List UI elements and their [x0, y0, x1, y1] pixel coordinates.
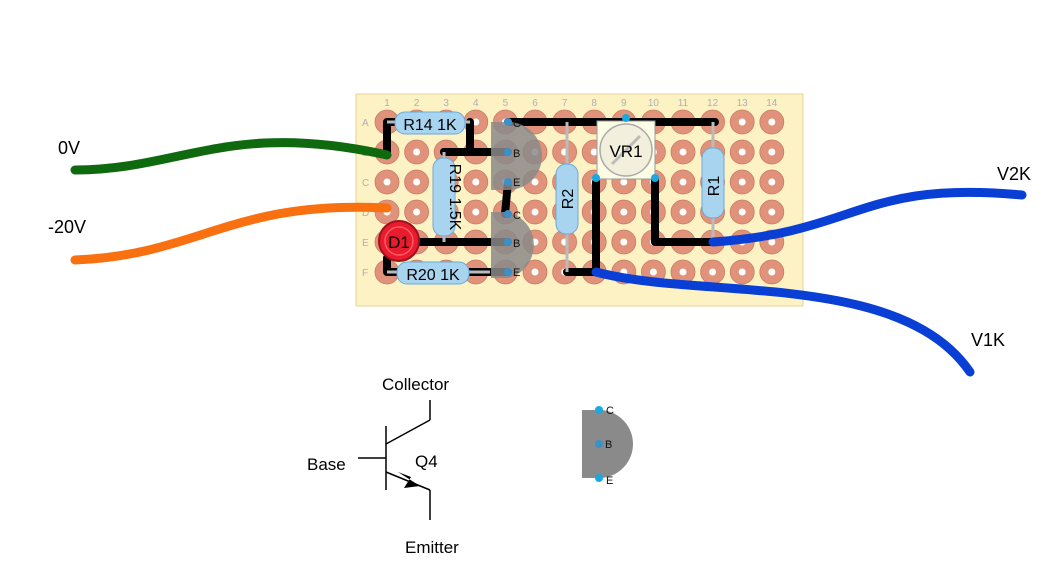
- pad-hole: [679, 268, 687, 276]
- pad-hole: [679, 148, 687, 156]
- transistor-q-upper: C B E: [491, 118, 542, 190]
- r20-label: R20 1K: [406, 267, 460, 284]
- resistor-r20: R20 1K: [387, 261, 490, 285]
- column-label: 7: [562, 98, 568, 109]
- pin-label-b: B: [513, 148, 520, 160]
- pad-hole: [768, 118, 776, 126]
- pad-hole: [738, 178, 746, 186]
- wire-v2k: [708, 187, 1027, 247]
- pad-hole: [738, 118, 746, 126]
- column-label: 4: [473, 98, 479, 109]
- led-d1: D1: [378, 220, 420, 262]
- wire-v1k: [591, 267, 975, 377]
- label-minus-20v: -20V: [48, 217, 86, 237]
- transistor-schematic-q4: [358, 400, 431, 520]
- pad-hole: [620, 238, 628, 246]
- resistor-r19: R19 1.5K: [432, 152, 463, 242]
- pad-hole: [413, 148, 421, 156]
- wire-0v: [70, 138, 392, 175]
- column-label: 1: [384, 98, 390, 109]
- pad-hole: [620, 208, 628, 216]
- column-label: 5: [503, 98, 509, 109]
- row-label: A: [362, 118, 369, 129]
- pinout-label-e: E: [606, 475, 613, 487]
- pinout-label-c: C: [606, 405, 614, 417]
- d1-label: D1: [388, 233, 410, 252]
- pad-hole: [383, 178, 391, 186]
- pad-hole: [768, 268, 776, 276]
- pinout-label-b: B: [605, 439, 612, 451]
- resistor-r2: R2: [555, 122, 579, 272]
- column-label: 13: [737, 98, 749, 109]
- label-q4: Q4: [415, 452, 438, 471]
- wires: [70, 138, 1027, 377]
- pad-hole: [768, 238, 776, 246]
- pad-hole: [413, 178, 421, 186]
- column-label: 12: [707, 98, 719, 109]
- pad-hole: [679, 208, 687, 216]
- link-vr1-r1: [651, 176, 717, 246]
- pad-hole: [472, 118, 480, 126]
- pad-hole: [768, 178, 776, 186]
- wire-minus-20v: [70, 202, 392, 265]
- pad-hole: [679, 178, 687, 186]
- pad-hole: [413, 208, 421, 216]
- pin-label-c: C: [513, 210, 521, 222]
- resistor-r1: R1: [701, 122, 725, 242]
- row-label: E: [362, 238, 369, 249]
- pad-hole: [738, 268, 746, 276]
- pad-hole: [738, 148, 746, 156]
- transistor-q-lower: C B E: [491, 210, 534, 279]
- column-label: 3: [443, 98, 449, 109]
- pad-hole: [472, 178, 480, 186]
- row-label: F: [362, 268, 368, 279]
- pad-hole: [768, 148, 776, 156]
- column-label: 9: [621, 98, 627, 109]
- pad-hole: [531, 208, 539, 216]
- pad-hole: [649, 268, 657, 276]
- r14-label: R14 1K: [403, 117, 457, 134]
- label-emitter: Emitter: [405, 538, 459, 557]
- pad-hole: [709, 268, 717, 276]
- pin-label-c: C: [513, 118, 521, 130]
- r1-label: R1: [706, 176, 723, 197]
- vr1-label: VR1: [609, 142, 642, 161]
- column-label: 6: [532, 98, 538, 109]
- column-label: 14: [766, 98, 778, 109]
- pin-label-e: E: [513, 177, 520, 189]
- label-v1k: V1K: [971, 330, 1005, 350]
- pad-hole: [620, 178, 628, 186]
- pin-label-e: E: [513, 267, 520, 279]
- pad-hole: [531, 268, 539, 276]
- resistor-r14: R14 1K: [387, 111, 470, 135]
- transistor-pinout: C B E: [582, 405, 633, 487]
- r2-label: R2: [560, 189, 577, 210]
- column-label: 8: [591, 98, 597, 109]
- column-label: 10: [648, 98, 660, 109]
- pad-hole: [531, 178, 539, 186]
- column-label: 2: [414, 98, 420, 109]
- trimmer-vr1: VR1: [592, 114, 659, 182]
- pad-hole: [768, 208, 776, 216]
- column-label: 11: [678, 98, 689, 109]
- label-v2k: V2K: [997, 164, 1031, 184]
- row-label: D: [362, 208, 369, 219]
- label-base: Base: [307, 455, 346, 474]
- row-label: C: [362, 178, 369, 189]
- pad-hole: [738, 208, 746, 216]
- pad-hole: [590, 148, 598, 156]
- label-0v: 0V: [58, 138, 80, 158]
- r19-label: R19 1.5K: [446, 164, 463, 231]
- pin-label-b: B: [513, 238, 520, 250]
- label-collector: Collector: [382, 375, 449, 394]
- pad-hole: [472, 208, 480, 216]
